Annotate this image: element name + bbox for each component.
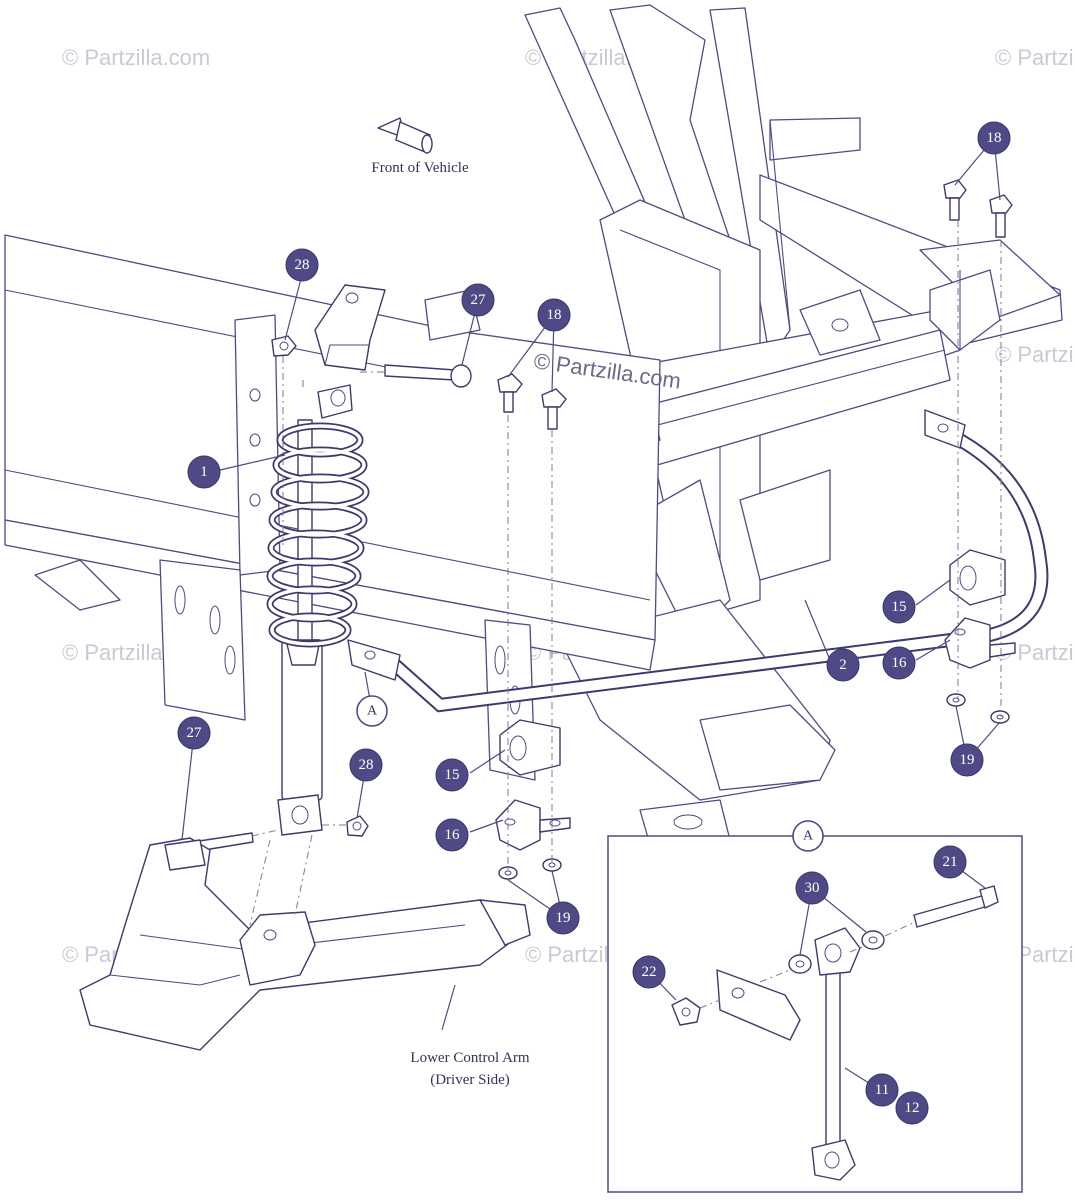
stabilizer-bar	[347, 409, 1049, 713]
svg-text:11: 11	[875, 1082, 889, 1098]
lower-control-arm-sublabel: (Driver Side)	[430, 1072, 510, 1088]
svg-text:28: 28	[295, 257, 310, 273]
callout-27-top: 27	[461, 283, 495, 317]
callout-28-top: 28	[285, 248, 319, 282]
callouts: 1 28 27 18 18 2 15 16 19 15 16 19 27 28 …	[177, 121, 1011, 1125]
callout-21: 21	[933, 845, 967, 879]
watermark: © Partzilla.com	[995, 342, 1074, 367]
svg-text:22: 22	[642, 964, 657, 980]
lower-control-arm	[79, 837, 531, 1051]
svg-text:15: 15	[445, 767, 460, 783]
svg-text:1: 1	[200, 464, 208, 480]
callout-12: 12	[895, 1091, 929, 1125]
svg-text:30: 30	[805, 880, 820, 896]
callout-28-bottom: 28	[349, 748, 383, 782]
svg-text:12: 12	[905, 1100, 920, 1116]
callout-19-right: 19	[950, 743, 984, 777]
callout-18-right: 18	[977, 121, 1011, 155]
callout-15-left: 15	[435, 758, 469, 792]
alignment-lines	[249, 220, 1002, 926]
upper-hardware	[271, 179, 1013, 430]
svg-text:19: 19	[556, 910, 571, 926]
front-of-vehicle-label: Front of Vehicle	[371, 160, 469, 176]
svg-text:19: 19	[960, 752, 975, 768]
callout-1: 1	[187, 455, 221, 489]
svg-text:16: 16	[445, 827, 461, 843]
callout-19-left: 19	[546, 901, 580, 935]
watermark: © Partzilla.com	[995, 45, 1074, 70]
upper-shock-bracket	[314, 284, 386, 371]
callout-22: 22	[632, 955, 666, 989]
detail-ref-a: A	[356, 695, 388, 727]
detail-view-a-title: A	[792, 820, 824, 852]
front-arrow: Front of Vehicle	[371, 117, 469, 176]
svg-text:16: 16	[892, 655, 908, 671]
coil-spring	[266, 422, 370, 648]
svg-text:18: 18	[547, 307, 562, 323]
callout-15-right: 15	[882, 590, 916, 624]
svg-text:21: 21	[943, 854, 958, 870]
svg-text:15: 15	[892, 599, 907, 615]
svg-text:28: 28	[359, 757, 374, 773]
callout-16-left: 16	[435, 818, 469, 852]
callout-2: 2	[826, 648, 860, 682]
callout-27-bottom: 27	[177, 716, 211, 750]
svg-text:27: 27	[471, 292, 487, 308]
lower-control-arm-label: Lower Control Arm	[410, 1050, 529, 1066]
coil-over-shock	[266, 384, 370, 836]
callout-30: 30	[795, 871, 829, 905]
callout-16-right: 16	[882, 646, 916, 680]
svg-text:2: 2	[839, 657, 847, 673]
watermark: © Partzilla.com	[62, 45, 210, 70]
svg-text:18: 18	[987, 130, 1002, 146]
callout-18-mid: 18	[537, 298, 571, 332]
svg-text:A: A	[367, 704, 378, 719]
svg-text:27: 27	[187, 725, 203, 741]
svg-text:A: A	[803, 829, 814, 844]
callout-11: 11	[865, 1073, 899, 1107]
